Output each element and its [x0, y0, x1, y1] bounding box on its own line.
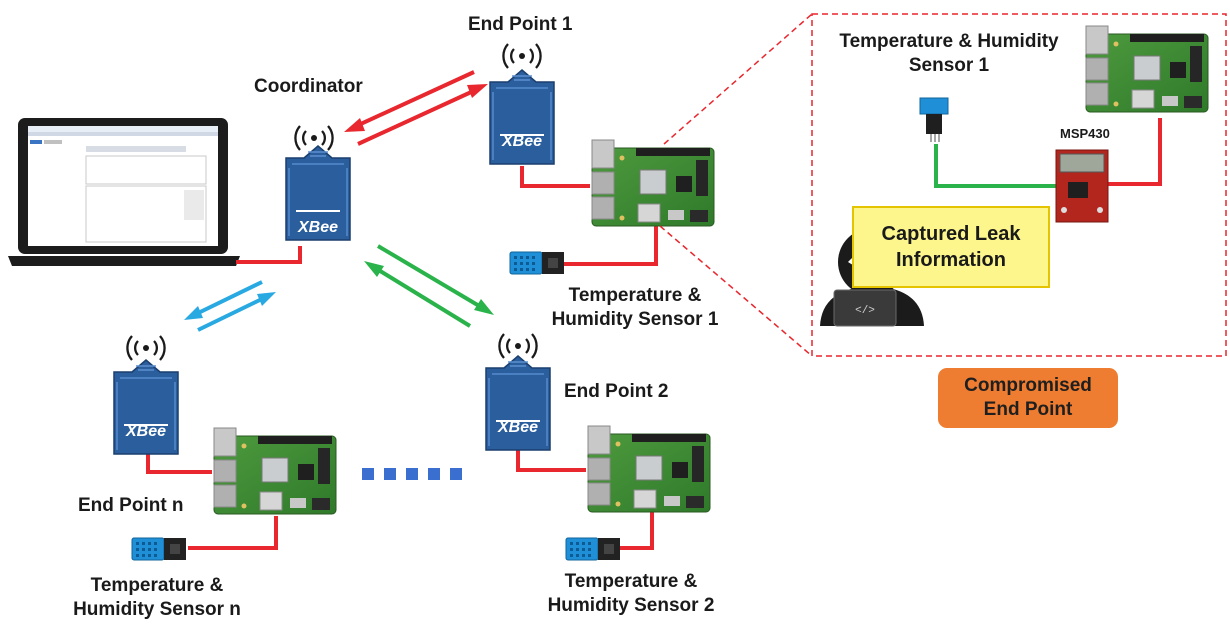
- callout-line2: Information: [896, 249, 1006, 271]
- coordinator-label: Coordinator: [254, 76, 363, 97]
- zoom-lines: [659, 13, 1227, 357]
- badge-line2: End Point: [983, 399, 1073, 420]
- wire-sensor-msp430: [934, 144, 1058, 188]
- xbee-endpointn-label: XBee: [125, 423, 166, 440]
- xbee-endpoint2-label: XBee: [497, 419, 538, 436]
- sensor-icon: [509, 251, 565, 275]
- compromised-sensor-label: Temperature & Humidity Sensor 1: [818, 30, 1080, 78]
- sensor2-label-line2: Humidity Sensor 2: [547, 595, 715, 616]
- compromised-sensor: [919, 97, 949, 142]
- badge-line1: Compromised: [964, 375, 1092, 396]
- wires: [146, 166, 658, 550]
- wifi-icon: [294, 124, 334, 152]
- endpoint1-label: End Point 1: [468, 14, 573, 35]
- sensor-icon: [565, 537, 621, 561]
- sensorn-label-line2: Humidity Sensor n: [73, 599, 241, 620]
- sensor2-label-line1: Temperature &: [564, 571, 698, 592]
- hacker-code-label: </>: [855, 305, 875, 317]
- sensor2-label: Temperature & Humidity Sensor 2: [536, 570, 726, 618]
- sensor1-label-line1: Temperature &: [568, 285, 702, 306]
- endpointn-label: End Point n: [78, 495, 184, 516]
- wire-ep1-rpi: [520, 166, 590, 188]
- endpoint2-label: End Point 2: [564, 381, 669, 402]
- sensorn-label-line1: Temperature &: [90, 575, 224, 596]
- wire-msp430-rpi: [1104, 118, 1162, 186]
- xbee-endpointn: XBee: [113, 359, 179, 455]
- msp430-label: MSP430: [1060, 126, 1110, 141]
- wire-ep2-rpi: [516, 446, 586, 472]
- wire-rpi2-sensor: [614, 512, 654, 550]
- sensor1-label-line2: Humidity Sensor 1: [551, 309, 719, 330]
- wire-epn-rpi: [146, 450, 212, 474]
- sensorn-label: Temperature & Humidity Sensor n: [62, 574, 252, 622]
- wire-laptop-coordinator: [236, 246, 302, 264]
- raspberry-pi-endpointn: [213, 427, 337, 515]
- xbee-coordinator: XBee: [285, 145, 351, 241]
- wire-rpin-sensor: [188, 516, 278, 550]
- compromised-sensor-label-line1: Temperature & Humidity: [839, 31, 1059, 52]
- sensor-icon: [131, 537, 187, 561]
- xbee-coordinator-label: XBee: [297, 219, 338, 236]
- link-arrows: [184, 70, 494, 332]
- raspberry-pi-endpoint1: [591, 139, 715, 227]
- captured-leak-callout: Captured Leak Information: [852, 206, 1050, 288]
- xbee-endpoint1: XBee: [489, 69, 555, 165]
- wifi-icon: [126, 334, 166, 362]
- raspberry-pi-compromised: [1085, 25, 1209, 113]
- sensor1-label: Temperature & Humidity Sensor 1: [540, 284, 730, 332]
- raspberry-pi-endpoint2: [587, 425, 711, 513]
- compromised-endpoint-badge: Compromised End Point: [938, 368, 1118, 428]
- xbee-endpoint2: XBee: [485, 355, 551, 451]
- wifi-icon: [502, 42, 542, 70]
- msp430-board: [1055, 149, 1109, 223]
- xbee-endpoint1-label: XBee: [501, 133, 542, 150]
- ellipsis-dots: [362, 468, 462, 480]
- wifi-icon: [498, 332, 538, 360]
- laptop: [8, 118, 240, 266]
- wire-rpi1-sensor: [562, 226, 658, 266]
- callout-line1: Captured Leak: [881, 223, 1021, 245]
- compromised-sensor-label-line2: Sensor 1: [908, 55, 990, 76]
